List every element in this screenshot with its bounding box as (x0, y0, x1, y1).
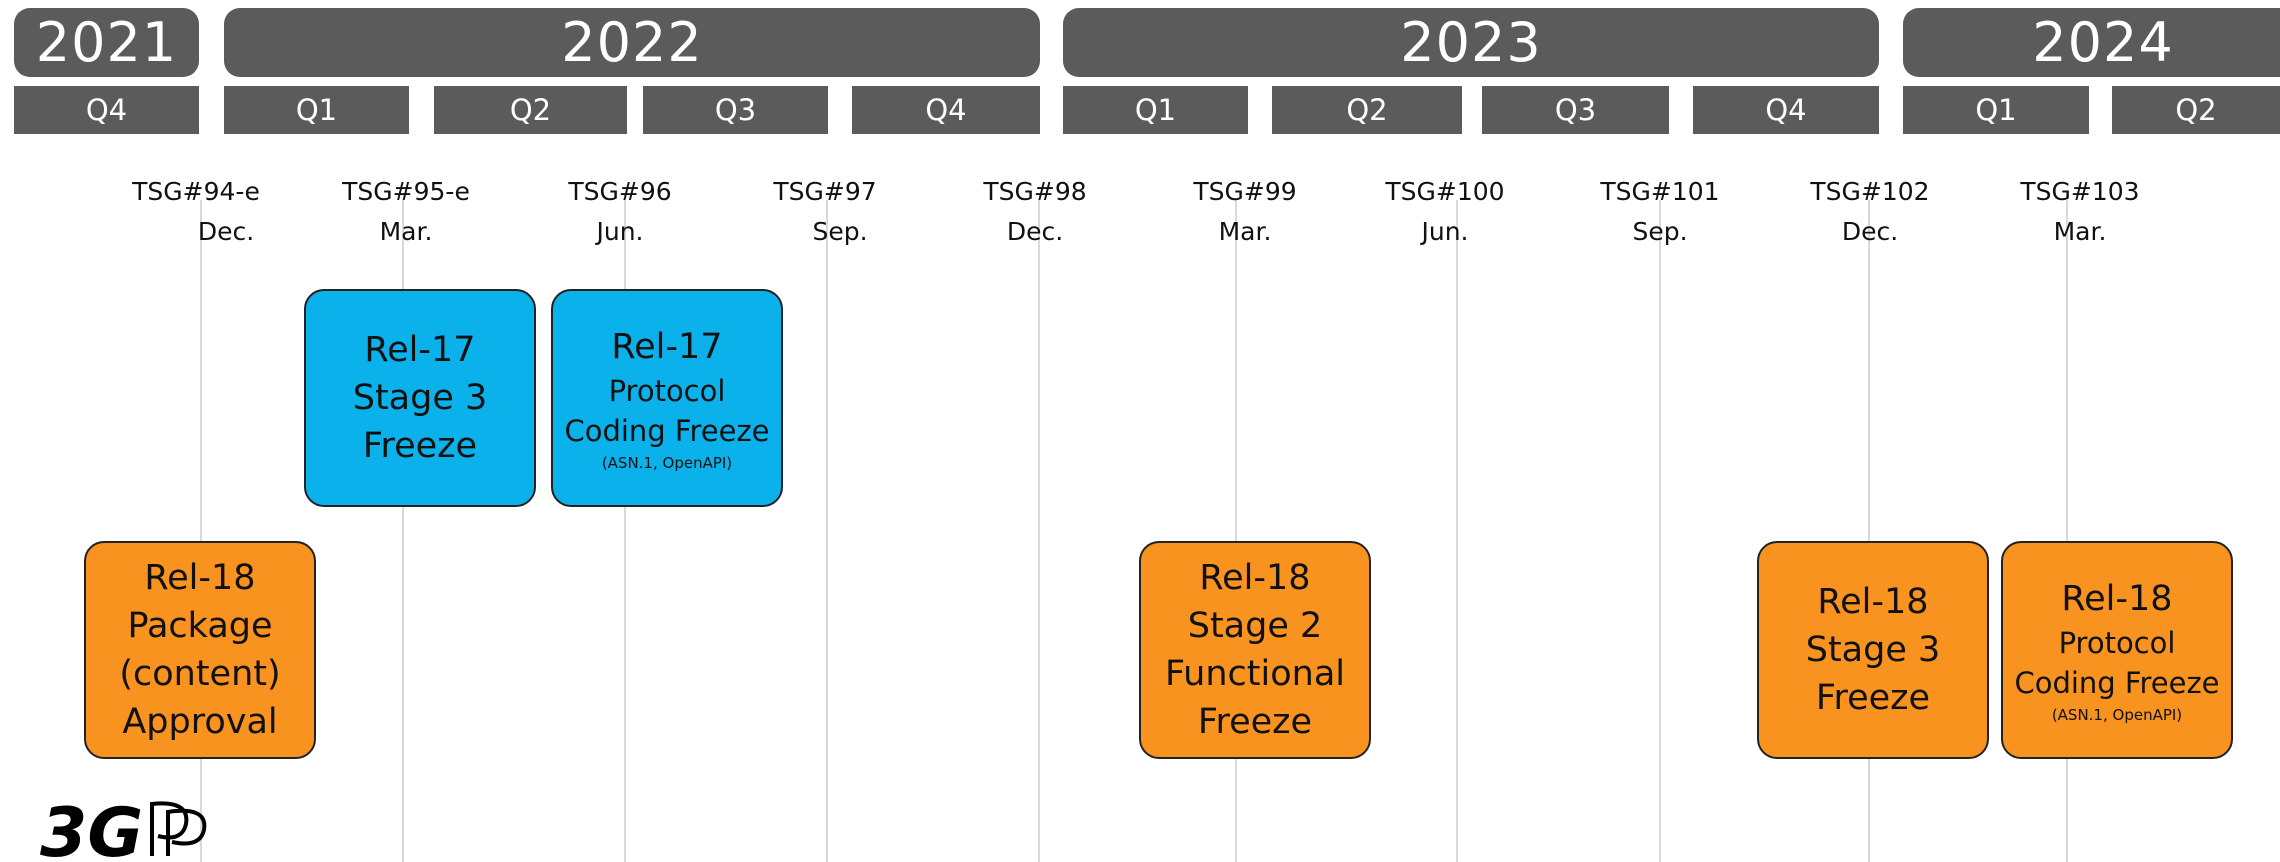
milestone-line: Freeze (1815, 678, 1931, 718)
quarter-2022-q4: Q4 (852, 86, 1040, 134)
milestone-line: Freeze (362, 426, 478, 466)
milestone-rel18-protocol-coding-freeze: Rel-18 Protocol Coding Freeze (ASN.1, Op… (2001, 541, 2233, 759)
milestone-line: Stage 3 (1805, 630, 1941, 670)
meeting-label: TSG#100 Jun. (1375, 172, 1515, 252)
quarter-2023-q4: Q4 (1693, 86, 1879, 134)
milestone-line: Protocol (2058, 626, 2176, 660)
meeting-line (826, 200, 828, 862)
meeting-name: TSG#98 (983, 177, 1087, 206)
milestone-line: Rel-18 (1199, 558, 1311, 598)
meeting-name: TSG#97 (773, 177, 877, 206)
meeting-line (1235, 200, 1237, 862)
milestone-note: (ASN.1, OpenAPI) (2051, 706, 2183, 724)
meeting-label: TSG#94-e Dec. (126, 172, 266, 252)
quarter-2023-q2: Q2 (1272, 86, 1462, 134)
meeting-label: TSG#103 Mar. (2010, 172, 2150, 252)
milestone-rel18-package-approval: Rel-18 Package (content) Approval (84, 541, 316, 759)
milestone-line: (content) (119, 654, 281, 694)
quarter-2024-q2: Q2 (2112, 86, 2280, 134)
meeting-label: TSG#99 Mar. (1175, 172, 1315, 252)
meeting-line (1659, 200, 1661, 862)
meeting-label: TSG#95-e Mar. (336, 172, 476, 252)
milestone-line: Rel-18 (144, 558, 256, 598)
quarter-2024-q1: Q1 (1903, 86, 2089, 134)
meeting-label: TSG#96 Jun. (550, 172, 690, 252)
milestone-line: Rel-18 (2061, 579, 2173, 619)
quarter-2022-q3: Q3 (643, 86, 828, 134)
milestone-rel17-protocol-coding-freeze: Rel-17 Protocol Coding Freeze (ASN.1, Op… (551, 289, 783, 507)
meeting-month: Mar. (1218, 217, 1272, 246)
milestone-note: (ASN.1, OpenAPI) (601, 454, 733, 472)
meeting-name: TSG#94-e (132, 177, 260, 206)
quarter-2021-q4: Q4 (14, 86, 199, 134)
meeting-label: TSG#97 Sep. (755, 172, 895, 252)
year-2024: 2024 (1903, 8, 2280, 77)
meeting-name: TSG#95-e (342, 177, 470, 206)
meeting-name: TSG#101 (1600, 177, 1720, 206)
milestone-line: Rel-17 (611, 327, 723, 367)
meeting-name: TSG#103 (2020, 177, 2140, 206)
milestone-rel18-stage2-functional-freeze: Rel-18 Stage 2 Functional Freeze (1139, 541, 1371, 759)
meeting-line (624, 200, 626, 862)
meeting-name: TSG#100 (1385, 177, 1505, 206)
meeting-name: TSG#99 (1193, 177, 1297, 206)
meeting-month: Jun. (596, 217, 644, 246)
meeting-month: Mar. (379, 217, 433, 246)
meeting-month: Sep. (1632, 217, 1688, 246)
milestone-line: Coding Freeze (2014, 666, 2220, 700)
milestone-line: Stage 2 (1187, 606, 1323, 646)
meeting-line (402, 200, 404, 862)
meeting-name: TSG#96 (568, 177, 672, 206)
milestone-rel17-stage3-freeze: Rel-17 Stage 3 Freeze (304, 289, 536, 507)
milestone-line: Coding Freeze (564, 414, 770, 448)
meeting-line (1868, 200, 1870, 862)
milestone-line: Rel-18 (1817, 582, 1929, 622)
meeting-month: Dec. (1841, 217, 1899, 246)
meeting-label: TSG#102 Dec. (1800, 172, 1940, 252)
milestone-line: Functional (1164, 654, 1346, 694)
milestone-line: Rel-17 (364, 330, 476, 370)
year-2022: 2022 (224, 8, 1040, 77)
meeting-label: TSG#98 Dec. (965, 172, 1105, 252)
meeting-month: Mar. (2053, 217, 2107, 246)
meeting-label: TSG#101 Sep. (1590, 172, 1730, 252)
quarter-2022-q1: Q1 (224, 86, 409, 134)
meeting-month: Jun. (1421, 217, 1469, 246)
milestone-line: Freeze (1197, 702, 1313, 742)
meeting-month: Dec. (197, 217, 255, 246)
milestone-line: Package (127, 606, 273, 646)
milestone-line: Stage 3 (352, 378, 488, 418)
meeting-line (200, 200, 202, 862)
quarter-2022-q2: Q2 (434, 86, 627, 134)
meeting-name: TSG#102 (1810, 177, 1930, 206)
svg-text:3G: 3G (40, 794, 143, 862)
quarter-2023-q3: Q3 (1482, 86, 1669, 134)
meeting-month: Dec. (1006, 217, 1064, 246)
year-2021: 2021 (14, 8, 199, 77)
meeting-line (1038, 200, 1040, 862)
3gpp-logo: 3G (40, 794, 207, 862)
meeting-line (2066, 200, 2068, 862)
milestone-line: Protocol (608, 374, 726, 408)
year-2023: 2023 (1063, 8, 1879, 77)
meeting-line (1456, 200, 1458, 862)
milestone-line: Approval (122, 702, 278, 742)
quarter-2023-q1: Q1 (1063, 86, 1248, 134)
meeting-month: Sep. (812, 217, 868, 246)
milestone-rel18-stage3-freeze: Rel-18 Stage 3 Freeze (1757, 541, 1989, 759)
